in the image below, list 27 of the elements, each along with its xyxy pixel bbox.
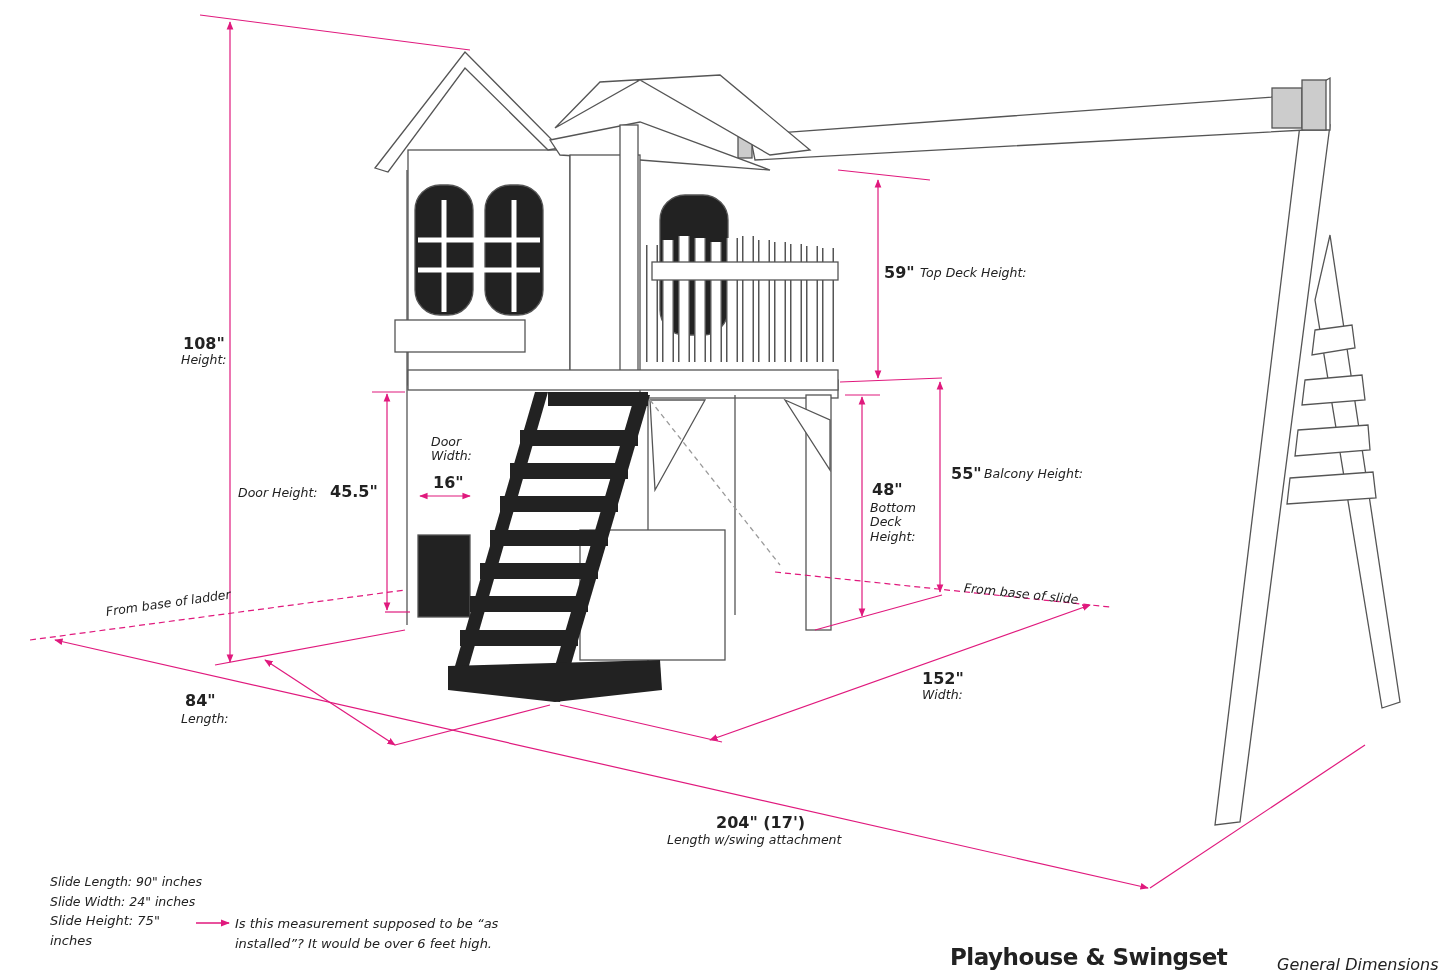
dimension-value: 55": [951, 465, 982, 484]
dimension-value: 108": [183, 335, 225, 354]
note-text: Slide Width: 24" inches: [50, 895, 196, 910]
title: Playhouse & Swingset: [950, 944, 1228, 970]
dimension-caption: Length w/swing attachment: [667, 833, 842, 848]
arrow: [195, 919, 230, 927]
dimension-caption: From base of slide: [963, 581, 1080, 608]
dimension-caption: Width:: [922, 688, 963, 703]
dimension-caption: Door Width:: [431, 435, 471, 464]
note-text: Slide Height: 75" inches: [50, 911, 190, 952]
dimension-value: 204" (17'): [716, 814, 806, 833]
dimension-caption: Height:: [181, 353, 227, 368]
dimension-caption: From base of ladder: [105, 587, 232, 620]
dimension-value: 45.5": [330, 483, 378, 502]
subtitle: General Dimensions: [1277, 956, 1439, 974]
dimension-caption: Balcony Height:: [984, 467, 1084, 482]
dimension-value: 152": [922, 670, 964, 689]
dimension-caption: Top Deck Height:: [920, 266, 1027, 281]
note-text: Slide Length: 90" inches: [50, 875, 203, 890]
dimension-caption: Bottom Deck Height:: [870, 501, 917, 545]
dimension-caption: Length:: [181, 712, 229, 727]
dimension-value: 16": [433, 474, 464, 493]
dimension-value: 84": [185, 692, 216, 711]
dimension-value: 48": [872, 481, 903, 500]
dimension-caption: Door Height:: [238, 486, 318, 501]
dimension-value: 59": [884, 264, 915, 283]
note-text: Is this measurement supposed to be “as installed”? It would be over 6 feet high.: [235, 914, 535, 955]
